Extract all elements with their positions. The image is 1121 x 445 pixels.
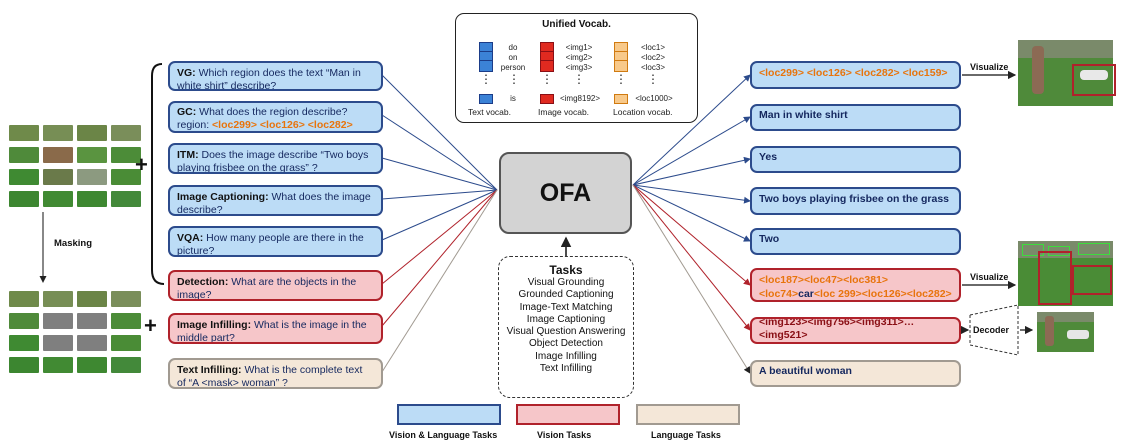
output-itm: Yes	[750, 146, 961, 173]
legend-swatch-vision	[516, 404, 620, 425]
unified-vocab-panel: Unified Vocab. do on person ⋮ ⋮ is Text …	[455, 13, 698, 123]
image-vocab-bar	[540, 42, 554, 72]
task-item: Image Captioning	[526, 313, 606, 325]
ofa-model-box: OFA	[499, 152, 632, 234]
task-item: Object Detection	[529, 338, 603, 350]
task-item: Visual Grounding	[527, 277, 605, 288]
tasks-panel: Tasks Visual Grounding Grounded Captioni…	[498, 256, 634, 398]
input-image-captioning: Image Captioning: What does the image de…	[168, 185, 383, 216]
output-vqa: Two	[750, 228, 961, 255]
image-vocab-caption: Image vocab.	[538, 107, 590, 117]
input-vqa: VQA: How many people are there in the pi…	[168, 226, 383, 257]
task-item: Image Infilling	[535, 350, 597, 362]
location-vocab-bar	[614, 42, 628, 72]
legend-label-vision-language: Vision & Language Tasks	[389, 430, 498, 440]
task-item: Text Infilling	[539, 363, 593, 375]
output-vg: <loc299> <loc126> <loc282> <loc159>	[750, 61, 961, 89]
legend-label-vision: Vision Tasks	[537, 430, 592, 440]
visualize-label-2: Visualize	[970, 272, 1009, 282]
input-image-grid	[9, 125, 141, 207]
input-detection: Detection: What are the objects in the i…	[168, 270, 383, 301]
location-vocab-caption: Location vocab.	[613, 107, 673, 117]
decoder-label: Decoder	[973, 325, 1010, 335]
vocab-title: Unified Vocab.	[542, 19, 611, 30]
text-vocab-caption: Text vocab.	[468, 107, 511, 117]
tasks-title: Tasks	[549, 263, 583, 277]
output-detection: <loc187><loc47><loc381><loc74>car<loc 29…	[750, 268, 961, 302]
text-vocab-bar	[479, 42, 493, 72]
task-item: Image-Text Matching	[519, 301, 613, 313]
visualize-label-1: Visualize	[970, 62, 1009, 72]
visualized-grounding-image	[1018, 40, 1116, 106]
output-image-infilling: <img123><img756><img311>…<img521>	[750, 317, 961, 344]
legend-label-language: Language Tasks	[651, 430, 721, 440]
plus-sign-top: +	[135, 152, 148, 177]
input-text-infilling: Text Infilling: What is the complete tex…	[168, 358, 383, 389]
infilled-output-image	[1037, 312, 1094, 352]
input-vg: VG: Which region does the text “Man in w…	[168, 61, 383, 91]
masking-label: Masking	[54, 238, 93, 249]
input-itm: ITM: Does the image describe “Two boys p…	[168, 143, 383, 174]
output-gc: Man in white shirt	[750, 104, 961, 131]
legend-swatch-vision-language	[397, 404, 501, 425]
masked-image-grid	[9, 291, 141, 373]
plus-sign-bottom: +	[144, 313, 157, 338]
task-item: Grounded Captioning	[518, 289, 614, 301]
task-item: Visual Question Answering	[506, 326, 626, 338]
input-gc: GC: What does the region describe? regio…	[168, 101, 383, 133]
legend-swatch-language	[636, 404, 740, 425]
output-text-infilling: A beautiful woman	[750, 360, 961, 387]
input-image-infilling: Image Infilling: What is the image in th…	[168, 313, 383, 344]
visualized-detection-image	[1018, 241, 1113, 306]
output-captioning: Two boys playing frisbee on the grass	[750, 187, 961, 215]
